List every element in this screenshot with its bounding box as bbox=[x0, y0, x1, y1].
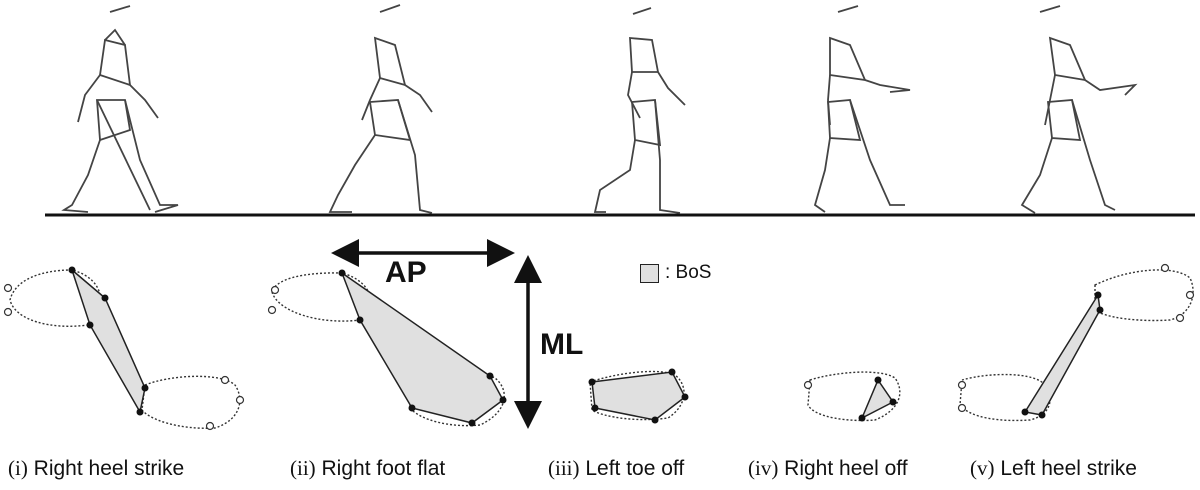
heel-markers bbox=[3, 263, 1195, 431]
caption-phase-1: (i) Right heel strike bbox=[8, 456, 184, 481]
bos-phase-2 bbox=[340, 270, 504, 424]
bos-polygons bbox=[70, 267, 1101, 424]
bos-legend: : BoS bbox=[640, 262, 711, 284]
caption-phase-4-num: (iv) bbox=[748, 456, 779, 480]
caption-phase-3: (iii) Left toe off bbox=[548, 456, 684, 481]
bos-legend-swatch bbox=[640, 263, 659, 283]
stick-figure-4 bbox=[813, 5, 911, 213]
caption-phase-4-label: Right heel off bbox=[784, 457, 908, 480]
ml-label: ML bbox=[540, 328, 584, 361]
stick-figure-2 bbox=[328, 4, 433, 214]
caption-phase-2-label: Right foot flat bbox=[321, 457, 446, 480]
caption-phase-5: (v) Left heel strike bbox=[970, 456, 1137, 481]
caption-phase-2: (ii) Right foot flat bbox=[290, 456, 445, 481]
bos-phase-3 bbox=[591, 371, 686, 421]
caption-phase-3-label: Left toe off bbox=[585, 457, 685, 480]
bos-phase-1 bbox=[70, 267, 146, 415]
bos-vertices bbox=[68, 266, 1104, 427]
ap-label: AP bbox=[385, 256, 427, 289]
caption-phase-1-num: (i) bbox=[8, 456, 28, 480]
bos-phase-5 bbox=[1023, 292, 1101, 416]
caption-phase-3-num: (iii) bbox=[548, 456, 580, 480]
caption-phase-4: (iv) Right heel off bbox=[748, 456, 908, 481]
stick-figure-1 bbox=[61, 5, 179, 213]
caption-phase-5-label: Left heel strike bbox=[1000, 457, 1137, 480]
bos-legend-label: : BoS bbox=[665, 262, 712, 283]
caption-phase-2-num: (ii) bbox=[290, 456, 316, 480]
caption-phase-5-num: (v) bbox=[970, 456, 995, 480]
caption-phase-1-label: Right heel strike bbox=[33, 457, 185, 480]
stick-figure-3 bbox=[593, 7, 686, 214]
stick-figure-5 bbox=[1020, 5, 1138, 214]
bos-phase-4 bbox=[860, 378, 895, 420]
